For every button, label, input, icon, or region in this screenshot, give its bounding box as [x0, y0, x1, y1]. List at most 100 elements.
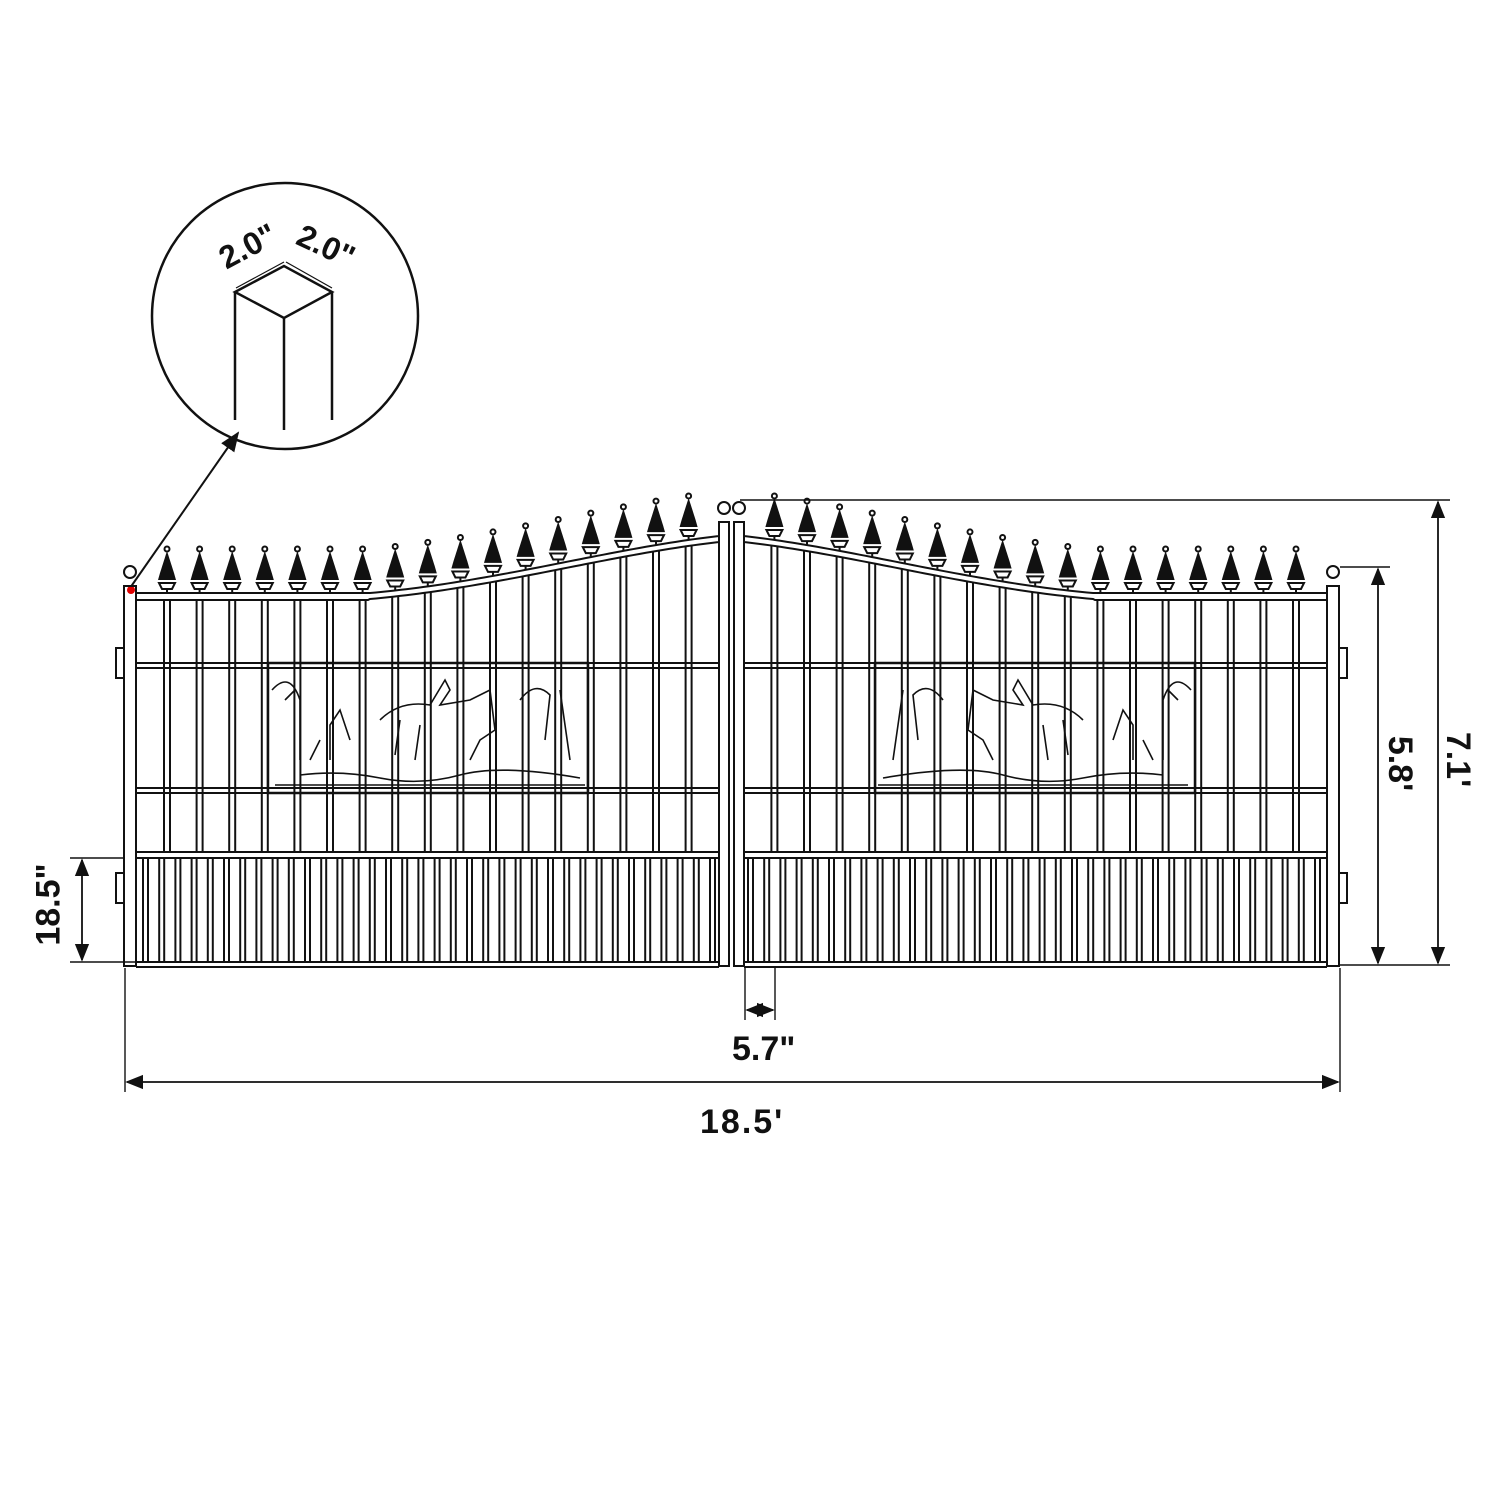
finial-head [223, 551, 242, 580]
spear-finial-icon [797, 497, 817, 546]
finial-tip [489, 528, 497, 536]
finial-collar [483, 564, 503, 573]
post-marker [127, 586, 135, 594]
finial-collar [1058, 579, 1078, 588]
finial-collar [222, 582, 242, 590]
finial-tip [868, 509, 876, 517]
finial-tip [836, 503, 844, 511]
post-cap-ball [717, 501, 731, 515]
finial-head [190, 551, 209, 580]
finial-tip [554, 516, 562, 524]
finial-head [895, 521, 914, 551]
spear-finial-icon [1123, 545, 1143, 593]
post-cap-ball [123, 565, 137, 579]
finial-tip [901, 516, 909, 524]
finial-tip [293, 545, 301, 553]
finial-head [158, 551, 176, 580]
post-cap-ball [732, 501, 746, 515]
hinge [115, 872, 125, 904]
finial-collar [992, 570, 1013, 579]
finial-collar [320, 582, 340, 590]
latch-post [718, 521, 730, 967]
spear-finial-icon [613, 503, 634, 551]
finial-collar [1253, 582, 1274, 590]
spear-finial-icon [548, 516, 568, 564]
finial-tip [163, 545, 171, 553]
post-detail-inset [127, 181, 420, 594]
spear-finial-icon [255, 545, 275, 593]
finial-collar [829, 539, 850, 548]
finial-head [549, 521, 568, 551]
finial-head [1058, 548, 1077, 578]
total-width-label: 18.5' [700, 1103, 785, 1141]
finial-head [255, 551, 274, 580]
finial-tip [999, 533, 1007, 541]
hinge [1338, 872, 1348, 904]
finial-tip [1259, 545, 1267, 553]
finial-collar [895, 552, 915, 561]
finial-head [484, 533, 502, 563]
finial-head [1221, 551, 1240, 580]
finial-tip [1194, 545, 1202, 553]
finial-tip [424, 538, 432, 546]
finial-collar [418, 575, 438, 584]
spear-finial-icon [320, 545, 340, 593]
spear-finial-icon [418, 538, 438, 587]
finial-tip [933, 522, 941, 530]
finial-tip [1096, 545, 1104, 553]
finial-head [679, 497, 698, 527]
side-height-label: 5.8' [1381, 735, 1420, 792]
finial-collar [255, 582, 275, 590]
square-post-icon [232, 264, 335, 430]
finial-tip [1227, 545, 1235, 553]
finial-head [321, 551, 339, 580]
spear-finial-icon [1188, 545, 1208, 593]
inset-pointer-arrow [129, 431, 240, 589]
finial-head [1156, 551, 1175, 580]
finial-collar [613, 539, 634, 548]
deer-silhouette [271, 678, 585, 786]
spear-finial-icon [1090, 545, 1111, 593]
finial-collar [189, 582, 210, 590]
finial-head [581, 515, 600, 545]
finial-head [614, 508, 633, 538]
finial-collar [678, 528, 699, 537]
spear-finial-icon [222, 545, 242, 593]
spear-finial-icon [992, 533, 1013, 582]
finial-collar [764, 528, 785, 537]
gate [115, 492, 1348, 968]
left-gate-leaf [115, 492, 731, 968]
hinge [115, 647, 125, 679]
spear-finial-icon [895, 516, 915, 564]
finial-head [1189, 551, 1208, 580]
finial-head [1091, 551, 1110, 580]
finial-tip [587, 509, 595, 517]
latch-post [733, 521, 745, 967]
finial-collar [157, 582, 177, 590]
finial-head [451, 539, 470, 569]
spear-finial-icon [927, 522, 948, 570]
deer-scene-panel [873, 661, 1197, 795]
spear-finial-icon [1155, 545, 1176, 593]
spear-finial-icon [1025, 538, 1045, 587]
spear-finial-icon [515, 522, 536, 570]
finial-collar [862, 546, 882, 555]
finial-tip [261, 545, 269, 553]
finial-tip [652, 497, 660, 505]
spear-finial-icon [764, 492, 785, 540]
finial-collar [548, 552, 568, 561]
finial-tip [522, 522, 530, 530]
finial-collar [1155, 582, 1176, 590]
finial-head [418, 544, 437, 574]
top-rail [136, 541, 719, 601]
finial-collar [1188, 582, 1208, 590]
deer-silhouette [878, 678, 1192, 786]
finial-collar [450, 570, 471, 579]
finial-tip [966, 528, 974, 536]
spear-finial-icon [829, 503, 850, 551]
finial-tip [1162, 545, 1170, 553]
spear-finial-icon [1058, 542, 1078, 591]
finial-head [647, 503, 665, 533]
finial-collar [1123, 582, 1143, 590]
